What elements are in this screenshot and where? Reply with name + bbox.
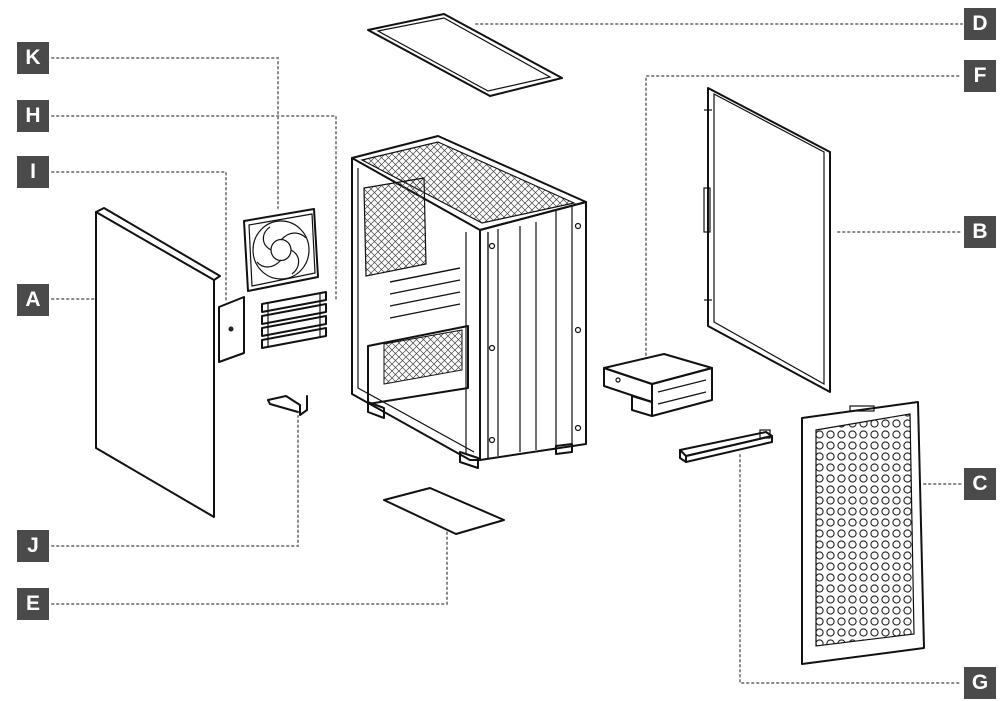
- leader-e: [51, 531, 448, 605]
- label-e: E: [17, 588, 49, 620]
- gpu-bracket-part: [679, 429, 773, 463]
- label-h: H: [17, 100, 49, 132]
- bottom-filter-part: [383, 487, 505, 535]
- leader-k: [51, 57, 279, 209]
- label-c: C: [964, 468, 996, 500]
- label-i: I: [17, 156, 49, 188]
- label-j: J: [17, 530, 49, 562]
- leader-j: [51, 415, 299, 547]
- cover-plate-part: [218, 296, 245, 363]
- label-d: D: [964, 8, 996, 40]
- drive-cage-part: [603, 353, 713, 417]
- slot-covers-part: [261, 291, 327, 349]
- side-panel-right-part: [703, 87, 831, 393]
- label-g: G: [964, 667, 996, 699]
- top-filter-part: [367, 13, 563, 97]
- label-f: F: [964, 60, 996, 92]
- label-a: A: [17, 284, 49, 316]
- front-panel-part: [801, 401, 925, 665]
- leader-h: [51, 115, 337, 303]
- leader-g: [739, 454, 963, 684]
- leader-i: [51, 171, 227, 301]
- leader-f: [645, 75, 963, 356]
- label-b: B: [964, 216, 996, 248]
- fan-part: [243, 208, 319, 292]
- label-k: K: [17, 42, 49, 74]
- leader-lines: [51, 23, 963, 684]
- chassis-part: [351, 135, 587, 469]
- side-panel-left-part: [95, 207, 221, 518]
- bracket-part: [267, 395, 308, 416]
